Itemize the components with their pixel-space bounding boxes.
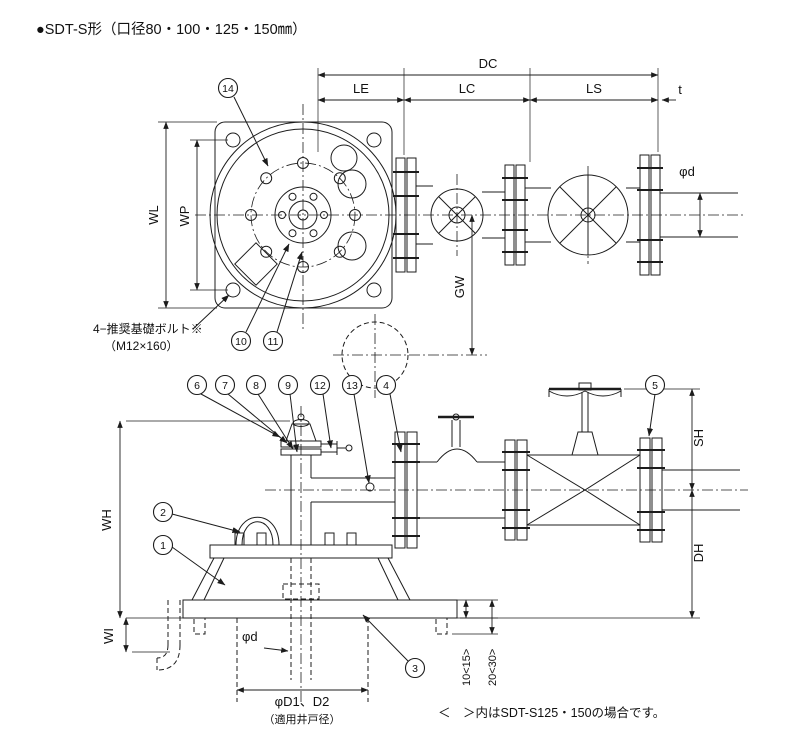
callout-4: 4	[375, 374, 403, 453]
dim-lc-label: LC	[459, 81, 476, 96]
well-cover-base	[182, 516, 458, 635]
callout-7-number: 7	[222, 380, 228, 392]
dim-ls-label: LS	[586, 81, 602, 96]
anchor-bolt-note-line1: 4−推奨基礎ボルト※	[93, 322, 203, 336]
size-variant-note: ＜ ＞内はSDT-S125・150の場合です。	[438, 705, 665, 720]
air-valve-assembly	[280, 413, 353, 456]
dim-wh-label: WH	[99, 509, 114, 531]
dim-dh-label: DH	[691, 544, 706, 563]
callout-11-number: 11	[268, 336, 279, 348]
callout-3: 3	[362, 614, 426, 679]
callout-12: 12	[309, 374, 333, 449]
callout-11: 11	[262, 251, 303, 352]
riser-and-discharge-elbow	[290, 455, 395, 545]
dim-wp-label: WP	[177, 206, 192, 227]
callout-8-number: 8	[253, 380, 259, 392]
callout-14: 14	[217, 77, 269, 167]
callout-5-number: 5	[652, 380, 658, 392]
dim-phi-d-top-label: φd	[679, 164, 695, 179]
dim-well-dia-label: φD1、D2	[275, 694, 330, 709]
elevation-centerlines	[265, 406, 748, 705]
anchor-bolt-note-line2: （M12×160）	[104, 339, 178, 353]
dim-plate-thickness-label: 10<15>	[461, 649, 473, 686]
dim-dc-label: DC	[479, 56, 498, 71]
callout-4-number: 4	[383, 380, 389, 392]
callout-1-number: 1	[160, 540, 166, 552]
plan-dimensions: DC LE LC LS t φd WL WP GW	[146, 56, 703, 356]
callout-9-number: 9	[285, 380, 291, 392]
callout-8: 8	[245, 374, 294, 450]
callout-5: 5	[644, 374, 666, 437]
callout-9: 9	[277, 374, 300, 453]
callout-6: 6	[186, 374, 281, 438]
dim-t-label: t	[678, 82, 682, 97]
dim-phi-d-bottom-label: φd	[242, 629, 258, 644]
callout-10-number: 10	[235, 336, 247, 348]
callout-1: 1	[152, 534, 226, 586]
dim-wl-label: WL	[146, 205, 161, 225]
elevation-dimensions: WH WI SH DH 10<15> 20<30> φd φD1、D2 （適用井…	[99, 388, 706, 726]
callout-12-number: 12	[314, 380, 326, 392]
callout-13: 13	[341, 374, 371, 484]
dim-wi-label: WI	[101, 628, 116, 644]
plan-view-centerlines	[195, 104, 745, 398]
dim-bolt-projection-label: 20<30>	[487, 649, 499, 686]
callout-7: 7	[214, 374, 288, 444]
callout-3-number: 3	[412, 663, 418, 675]
discharge-piping-elevation	[392, 382, 740, 549]
drawing-title: ●SDT-S形（口径80・100・125・150㎜）	[36, 21, 307, 38]
dim-well-dia-note: （適用井戸径）	[264, 712, 341, 726]
well-position-phantom-circle	[341, 321, 409, 389]
callout-2-number: 2	[160, 507, 166, 519]
dim-sh-label: SH	[691, 429, 706, 447]
callout-13-number: 13	[346, 380, 358, 392]
anchor-bolt-annotation: 4−推奨基礎ボルト※ （M12×160）	[93, 294, 230, 353]
callout-14-number: 14	[222, 83, 234, 95]
callout-6-number: 6	[194, 380, 200, 392]
dim-le-label: LE	[353, 81, 369, 96]
callout-2: 2	[152, 501, 241, 533]
dim-gw-label: GW	[452, 275, 467, 298]
underground-well-piping	[156, 558, 369, 702]
callout-10: 10	[230, 243, 290, 352]
